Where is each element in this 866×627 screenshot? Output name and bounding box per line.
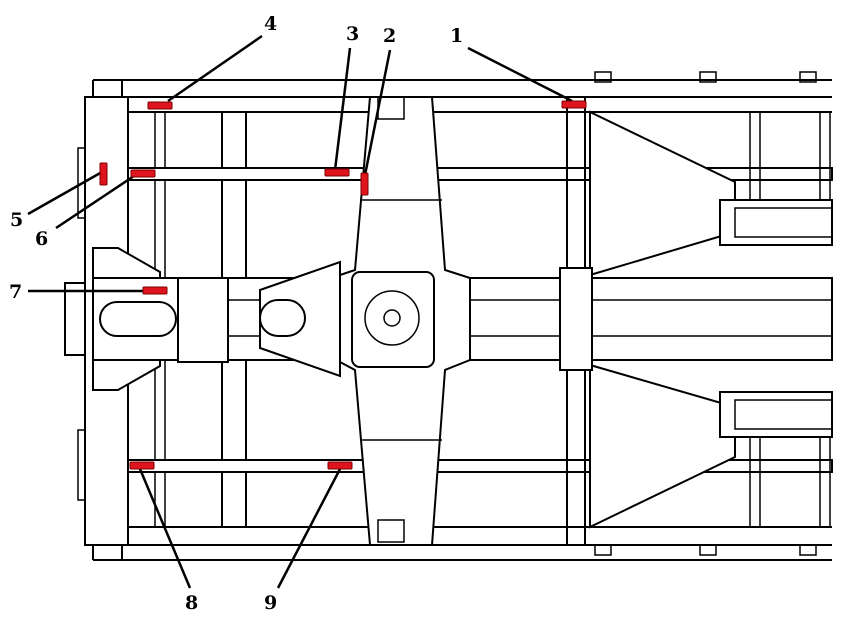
label-6: 6: [35, 228, 48, 250]
label-5: 5: [10, 209, 23, 231]
sensor-4: [147, 101, 173, 110]
sensors: [99, 100, 587, 470]
sensor-7: [142, 286, 168, 295]
label-4: 4: [264, 13, 277, 35]
labels: 1 2 3 4 5 6 7 8 9: [9, 13, 463, 614]
sensor-9: [327, 461, 353, 470]
sensor-5: [99, 162, 108, 186]
sensor-3: [324, 168, 350, 177]
right-structure: [566, 71, 833, 556]
sensor-8: [129, 461, 155, 470]
sensor-6: [130, 169, 156, 178]
sensor-2: [360, 172, 369, 196]
label-3: 3: [346, 23, 359, 45]
sensor-1: [561, 100, 587, 109]
label-8: 8: [185, 592, 198, 614]
leader-lines: [27, 34, 573, 589]
label-7: 7: [9, 281, 22, 303]
cross-body: [259, 96, 471, 546]
label-1: 1: [450, 25, 463, 47]
label-2: 2: [383, 25, 396, 47]
label-9: 9: [264, 592, 277, 614]
